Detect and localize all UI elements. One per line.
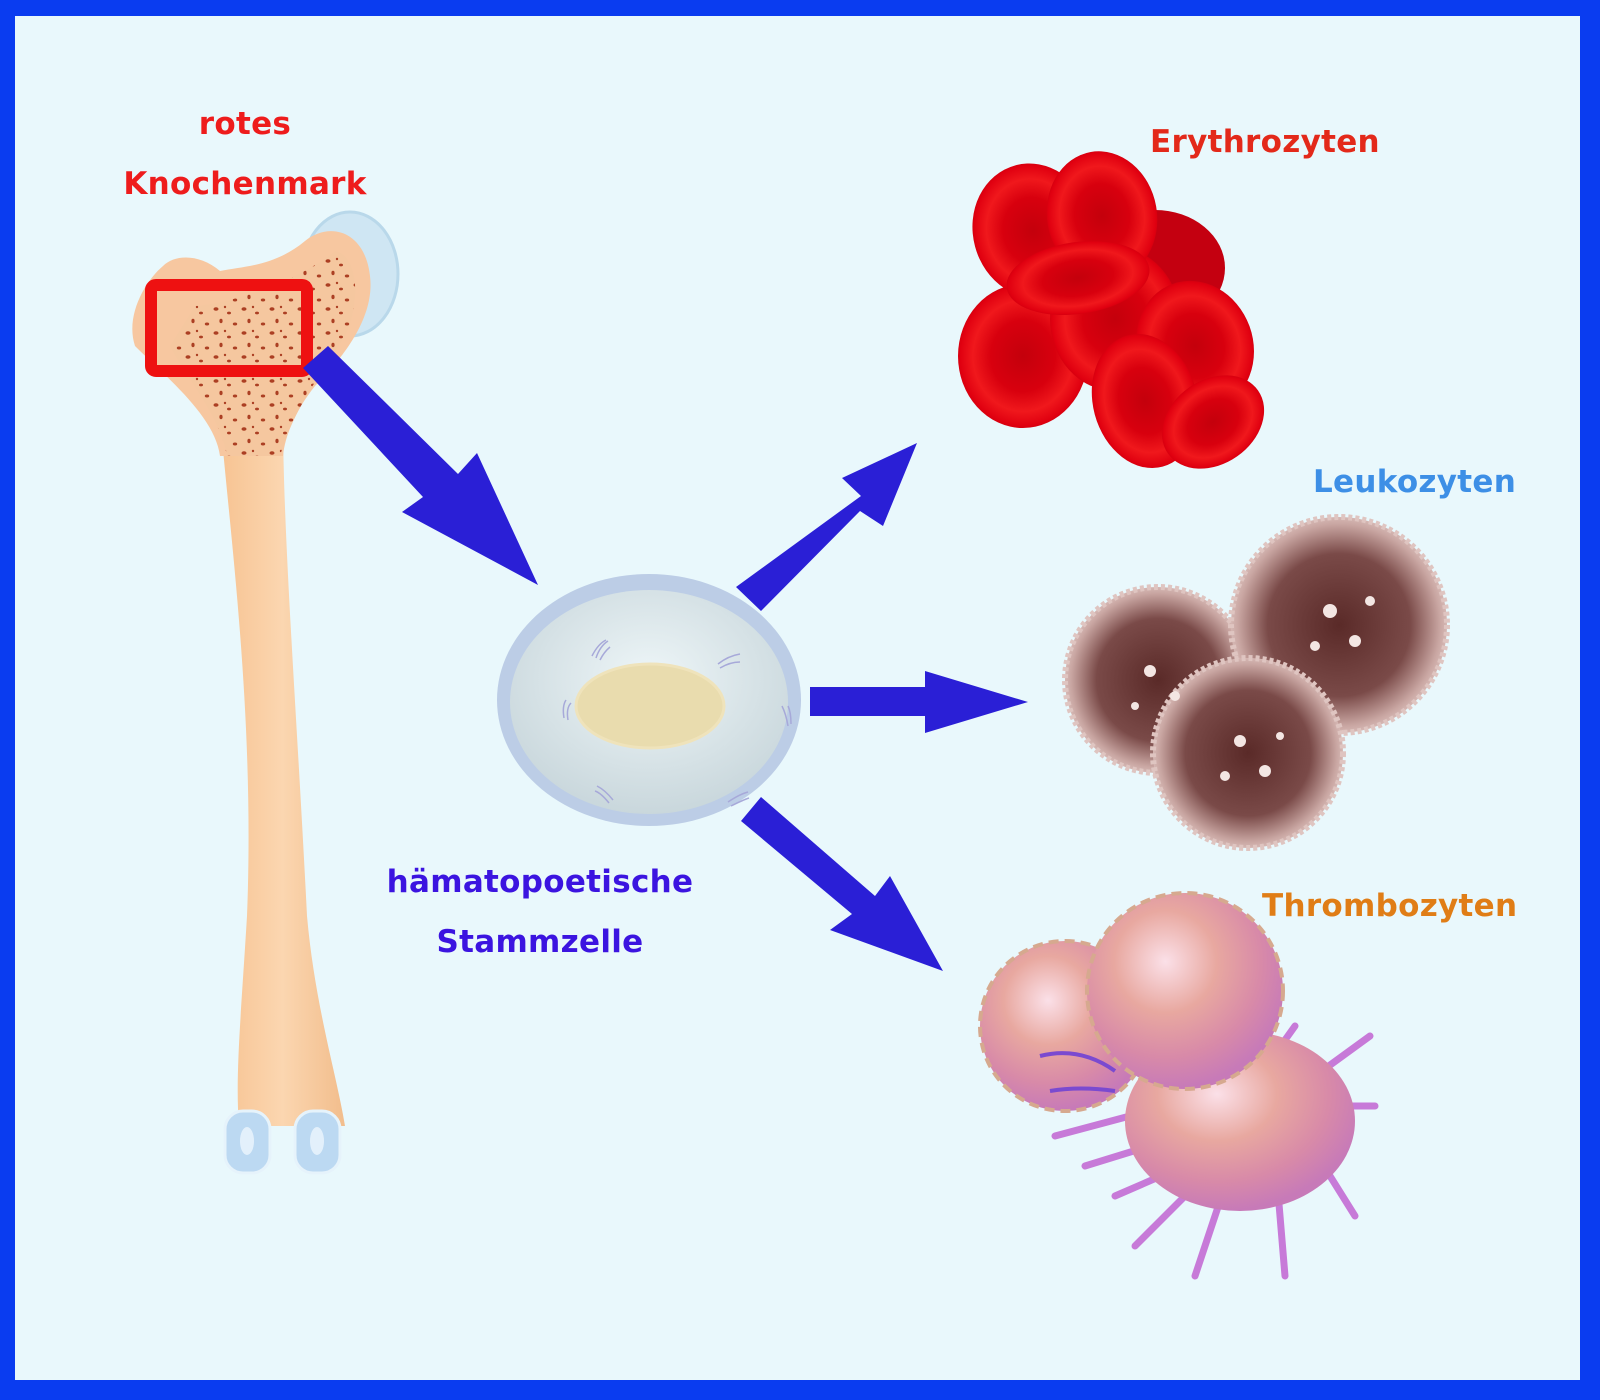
arrow-stem-to-thrombocytes	[741, 797, 943, 971]
label-red-bone-marrow-line2: Knochenmark	[123, 166, 367, 202]
arrow-marrow-to-stem-cell	[303, 346, 538, 585]
diagram-arrows	[303, 346, 1028, 971]
marrow-highlight-box	[145, 279, 313, 377]
stem-cell-icon	[497, 574, 801, 826]
label-erythrocytes: Erythrozyten	[1150, 124, 1380, 160]
femur-bone-icon	[132, 210, 400, 1175]
label-stem-cell-line2: Stammzelle	[436, 924, 644, 960]
erythrocytes-icon	[958, 151, 1265, 469]
thrombocytes-icon	[978, 891, 1379, 1280]
leukocytes-icon	[1062, 514, 1450, 851]
label-stem-cell: hämatopoetische Stammzelle	[370, 852, 710, 972]
diagram-canvas: rotes Knochenmark hämatopoetische Stammz…	[15, 16, 1580, 1380]
label-stem-cell-line1: hämatopoetische	[386, 864, 694, 900]
label-red-bone-marrow-line1: rotes	[198, 106, 292, 142]
label-thrombocytes: Thrombozyten	[1262, 888, 1518, 924]
diagram-artwork	[132, 151, 1450, 1280]
label-leukocytes: Leukozyten	[1313, 464, 1517, 500]
arrow-stem-to-erythrocytes	[736, 443, 917, 611]
arrow-stem-to-leukocytes	[810, 671, 1028, 733]
label-red-bone-marrow: rotes Knochenmark	[110, 94, 380, 214]
